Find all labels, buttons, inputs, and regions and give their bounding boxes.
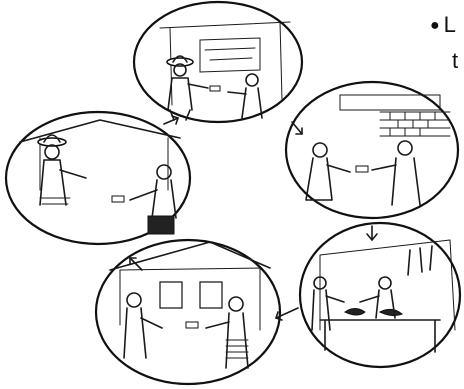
scene-top-stall — [134, 2, 302, 122]
scene-left-village — [6, 112, 190, 244]
bullet-continuation-text: t — [452, 48, 458, 74]
bullet-text-fragment: L — [444, 12, 456, 37]
bullet-dot-icon: ● — [430, 17, 440, 34]
scene-right-shop — [286, 82, 458, 218]
scene-bottom-house — [96, 240, 280, 384]
scene-right-market — [300, 223, 460, 367]
bullet-point: ●L — [430, 12, 456, 38]
